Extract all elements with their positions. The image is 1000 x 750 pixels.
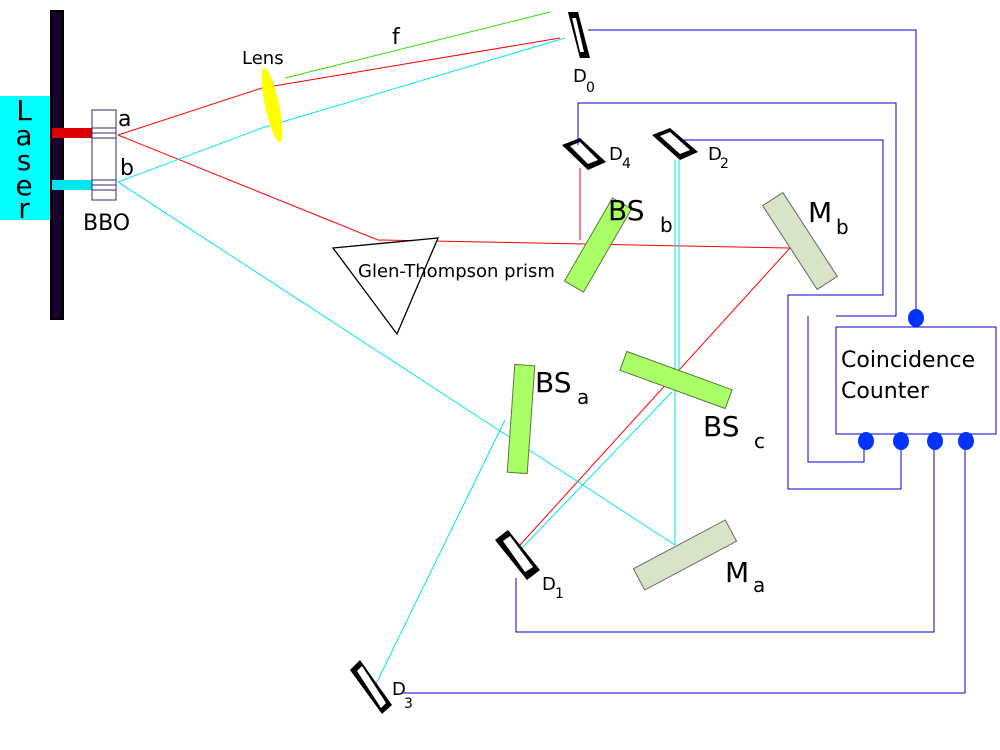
d1-label: D [542,574,556,595]
d1-subscript: 1 [555,586,564,602]
mirror-b [762,191,838,291]
d0-label: D [573,66,587,87]
mirror-a [632,519,738,591]
bs-a-label: BS [535,366,572,399]
glen-thompson-prism [331,237,440,336]
pump-cyan-stub [52,180,92,190]
laser-body [0,96,52,220]
counter-line2: Counter [841,379,930,404]
port-4 [958,432,974,450]
beam-splitter-b [563,197,633,293]
port-2 [893,432,909,450]
beam-a-label: a [118,107,131,132]
counter-ports [858,309,974,450]
bbo-label: BBO [83,211,130,236]
beam-splitter-c [619,350,733,410]
wires [404,29,966,694]
bbo-crystal [91,109,117,201]
d4-label: D [609,144,623,165]
green-beam [284,11,551,79]
lens [261,67,283,143]
d4-subscript: 4 [622,156,631,172]
coincidence-counter [835,326,997,435]
counter-line1: Coincidence [841,348,975,373]
bs-a-subscript: a [577,385,589,409]
laser-letter-2: a [15,119,32,152]
mirror-a-subscript: a [753,573,765,597]
d2-label: D [708,144,722,165]
port-top [908,309,924,327]
d3-subscript: 3 [404,696,413,712]
d0-subscript: 0 [586,80,595,96]
focal-label: f [392,25,401,50]
detector-d4 [562,138,606,170]
laser-letter-5: r [18,192,30,225]
red-beams [117,37,791,546]
pump-red-stub [52,128,92,138]
bs-c-label: BS [703,410,740,443]
prism-label: Glen-Thompson prism [358,261,555,282]
mirror-a-label: M [725,556,749,589]
beam-b-label: b [120,156,134,181]
bs-b-subscript: b [660,213,673,237]
bs-c-subscript: c [754,429,765,453]
mirror-b-subscript: b [836,215,849,239]
d2-subscript: 2 [720,156,729,172]
laser-letter-3: s [17,144,32,177]
laser-letter-4: e [15,169,32,202]
detector-d1 [495,530,540,580]
detector-d0 [568,12,590,58]
cyan-beams [117,37,680,691]
beam-splitter-a [506,363,536,475]
port-3 [927,432,943,450]
detector-d3 [350,660,392,714]
detector-d2 [652,128,698,160]
lens-label: Lens [242,48,284,69]
bs-b-label: BS [608,194,645,227]
laser-letter-1: L [16,94,32,127]
d3-label: D [392,679,406,700]
port-1 [858,432,874,450]
mirror-b-label: M [808,196,832,229]
mount-bar-inner [53,12,61,318]
